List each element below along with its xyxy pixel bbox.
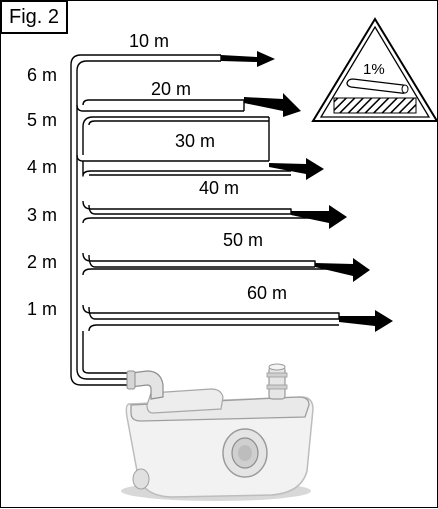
height-label-6m: 6 m	[27, 65, 57, 85]
pipe-3m-40m	[82, 161, 292, 215]
arrow-right-icon	[269, 158, 324, 180]
arrow-right-icon	[315, 258, 370, 282]
macerator-pump-unit-icon	[121, 363, 314, 501]
pipe-6m-10m	[70, 54, 222, 386]
arrow-right-icon	[221, 51, 275, 67]
pipe-5m-20m	[76, 99, 245, 112]
pipe-1m-60m	[82, 268, 340, 379]
arrow-right-icon	[339, 310, 393, 332]
height-label-1m: 1 m	[27, 299, 57, 319]
height-label-2m: 2 m	[27, 252, 57, 272]
slope-value: 1%	[363, 61, 385, 78]
pipe-4m-30m	[76, 116, 270, 162]
slope-warning-icon: 1%	[311, 17, 438, 122]
pipe-2m-50m	[82, 217, 316, 268]
figure-label: Fig. 2	[0, 0, 68, 34]
arrow-right-icon	[291, 205, 347, 229]
distance-label-10m: 10 m	[129, 31, 169, 51]
distance-label-60m: 60 m	[247, 283, 287, 303]
arrow-right-icon	[244, 93, 301, 117]
distance-label-20m: 20 m	[151, 79, 191, 99]
height-label-4m: 4 m	[27, 157, 57, 177]
distance-label-50m: 50 m	[223, 230, 263, 250]
distance-label-40m: 40 m	[199, 178, 239, 198]
height-label-3m: 3 m	[27, 205, 57, 225]
height-label-5m: 5 m	[27, 110, 57, 130]
distance-label-30m: 30 m	[175, 131, 215, 151]
